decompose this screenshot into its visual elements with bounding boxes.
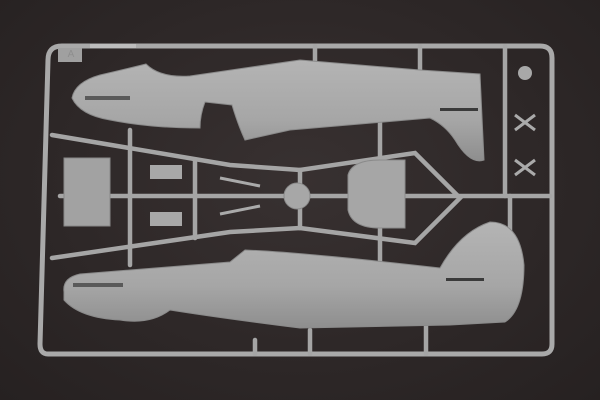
- small-part-2: [150, 212, 182, 226]
- bulkhead-part: [347, 159, 406, 229]
- sprue-frame: [37, 43, 555, 357]
- sprue-letter-tab: [58, 48, 82, 62]
- tail-slot-lower: [446, 278, 484, 281]
- propeller-part: [518, 66, 532, 80]
- seat-part: [63, 157, 111, 227]
- sprue-letter: A: [67, 49, 75, 60]
- exhaust-slot: [85, 96, 130, 100]
- hub-part: [283, 182, 311, 210]
- fuselage-half-bottom: [63, 221, 525, 329]
- linkage-parts: [219, 176, 261, 216]
- strut-parts: [514, 113, 536, 177]
- exhaust-slot-lower: [73, 283, 123, 287]
- fuselage-half-top: [71, 59, 485, 162]
- sprue-code-tab: [90, 44, 136, 48]
- small-part-1: [150, 165, 182, 179]
- tail-slot: [440, 108, 478, 111]
